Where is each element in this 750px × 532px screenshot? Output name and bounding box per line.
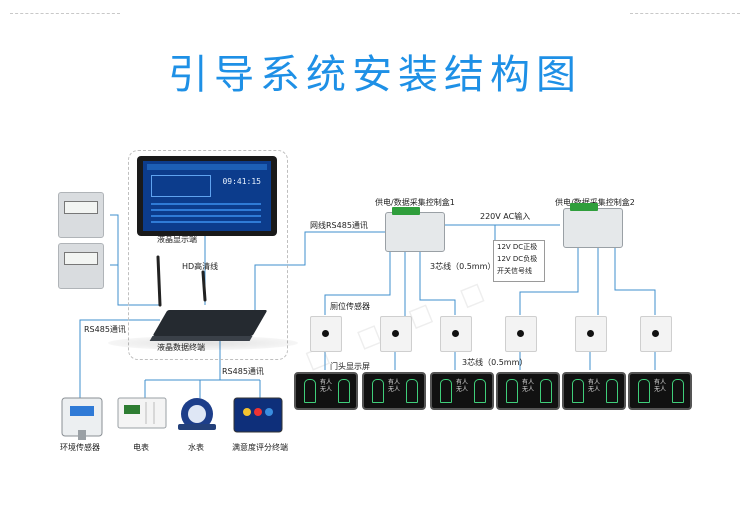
lcd-monitor: 09:41:15 — [137, 156, 277, 236]
rs485-net-label: 网线RS485通讯 — [310, 221, 368, 230]
controller-box-2 — [563, 203, 623, 248]
sensor-lens — [322, 330, 329, 337]
power-meter-label: 电表 — [133, 443, 149, 452]
stall-sensor-label: 厕位传感器 — [330, 302, 370, 311]
top-divider-right — [630, 13, 740, 14]
wire-meter1 — [110, 214, 160, 306]
terminal-group-frame — [128, 150, 288, 360]
restroom-figure-icon — [474, 379, 486, 403]
rs485-bottom-label: RS485通讯 — [222, 367, 264, 376]
wire-c1-left — [324, 248, 391, 315]
sensor-lens — [392, 330, 399, 337]
energy-meter-1 — [58, 192, 104, 238]
restroom-figure-icon — [540, 379, 552, 403]
ac-input-label: 220V AC输入 — [480, 212, 531, 221]
door-display-label: 门头显示屏 — [330, 362, 370, 371]
controller1-label: 供电/数据采集控制盒1 — [375, 198, 455, 207]
restroom-figure-icon — [440, 379, 452, 403]
stall-sensor — [310, 316, 342, 352]
restroom-figure-icon — [304, 379, 316, 403]
door-display-screen: 有人无人 — [430, 372, 494, 410]
meter-display — [64, 201, 98, 214]
stall-sensor — [440, 316, 472, 352]
monitor-screen: 09:41:15 — [143, 161, 271, 231]
controller2-label: 供电/数据采集控制盒2 — [555, 198, 635, 208]
door-display-screen: 有人无人 — [294, 372, 358, 410]
occupancy-text: 有人无人 — [456, 379, 469, 393]
wire-c2-c — [614, 245, 656, 315]
page-title: 引导系统安装结构图 — [168, 52, 582, 98]
stall-sensor — [505, 316, 537, 352]
door-display-screen: 有人无人 — [562, 372, 626, 410]
terminal-block — [392, 207, 420, 215]
door-display-screen: 有人无人 — [496, 372, 560, 410]
restroom-figure-icon — [372, 379, 384, 403]
three-core-bottom-label: 3芯线（0.5mm） — [462, 358, 528, 367]
sensor-lens — [517, 330, 524, 337]
top-divider-left — [10, 13, 120, 14]
terminal-block — [570, 203, 598, 211]
wire-c1-right — [419, 250, 456, 315]
hd-cable-label: HD高清线 — [182, 262, 219, 271]
screen-status-rows — [151, 203, 261, 225]
restroom-figure-icon — [638, 379, 650, 403]
restroom-figure-icon — [672, 379, 684, 403]
wire-c2-a — [519, 245, 579, 315]
occupancy-text: 有人无人 — [588, 379, 601, 393]
antenna-right — [201, 270, 207, 302]
restroom-figure-icon — [606, 379, 618, 403]
legend-item: 开关信号线 — [497, 267, 532, 275]
occupancy-text: 有人无人 — [654, 379, 667, 393]
energy-meter-2 — [58, 243, 104, 289]
stall-sensor — [640, 316, 672, 352]
rs485-left-label: RS485通讯 — [84, 325, 126, 334]
stall-sensor — [380, 316, 412, 352]
satisfaction-terminal-device — [233, 397, 283, 433]
occupancy-text: 有人无人 — [320, 379, 333, 393]
sensor-lens — [587, 330, 594, 337]
env-sensor-device — [61, 397, 103, 440]
satisfaction-label: 满意度评分终端 — [232, 443, 288, 452]
legend-item: 12V DC负极 — [497, 255, 538, 263]
controller-box-1 — [385, 207, 445, 252]
lcd-terminal-label: 液晶数据终端 — [157, 343, 205, 352]
env-sensor-label: 环境传感器 — [60, 443, 100, 452]
lcd-display-label: 液晶显示端 — [157, 235, 197, 244]
sensor-lens — [452, 330, 459, 337]
occupancy-text: 有人无人 — [388, 379, 401, 393]
three-core-top-label: 3芯线（0.5mm） — [430, 262, 496, 271]
water-meter-device — [178, 398, 216, 430]
occupancy-text: 有人无人 — [522, 379, 535, 393]
wire-net — [254, 231, 388, 310]
door-display-screen: 有人无人 — [628, 372, 692, 410]
power-meter-device — [117, 397, 167, 429]
restroom-figure-icon — [338, 379, 350, 403]
screen-floor-map — [151, 175, 211, 197]
screen-header-bar — [147, 164, 267, 170]
restroom-figure-icon — [506, 379, 518, 403]
wire-rs485-left — [79, 319, 160, 400]
screen-time: 09:41:15 — [222, 177, 261, 186]
water-meter-label: 水表 — [188, 443, 204, 452]
stall-sensor — [575, 316, 607, 352]
meter-display — [64, 252, 98, 265]
restroom-figure-icon — [572, 379, 584, 403]
door-display-screen: 有人无人 — [362, 372, 426, 410]
legend-item: 12V DC正极 — [497, 243, 538, 251]
wiring-legend: 12V DC正极 12V DC负极 开关信号线 — [493, 240, 545, 282]
antenna-left — [156, 255, 162, 307]
restroom-figure-icon — [406, 379, 418, 403]
sensor-lens — [652, 330, 659, 337]
